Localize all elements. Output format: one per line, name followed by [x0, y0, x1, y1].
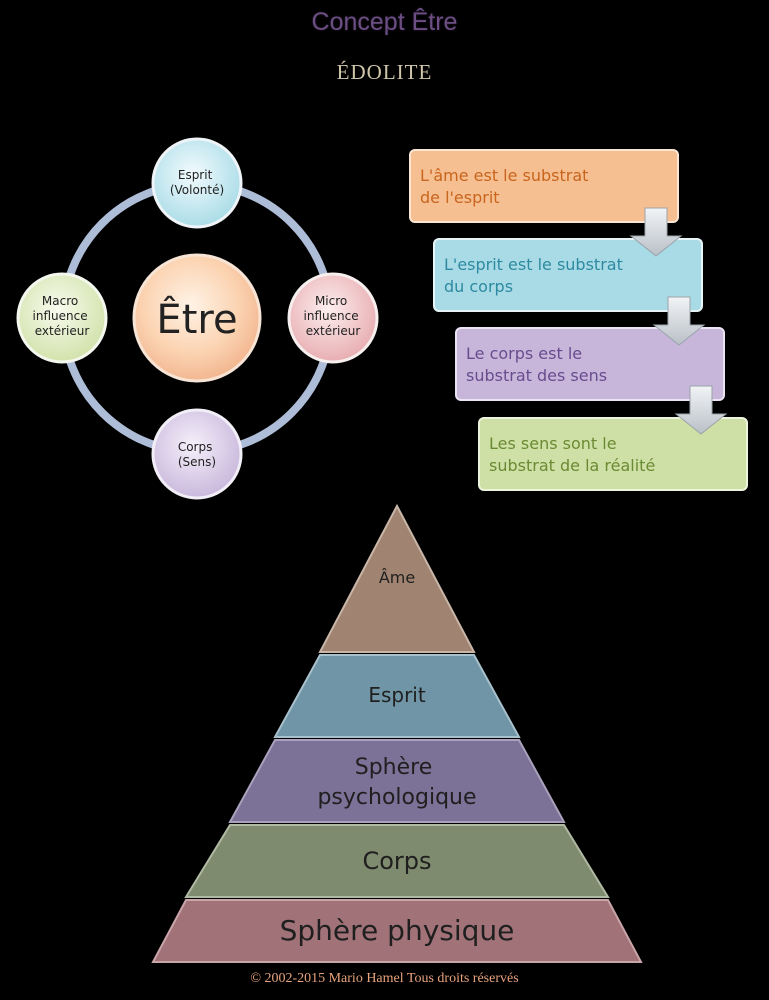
node-left: Macro influence extérieur	[16, 272, 108, 364]
svg-text:Le corps est le substr: Le corps est le substrat des sens	[466, 344, 607, 385]
pyramid-label-esprit: Esprit	[368, 683, 426, 707]
process-step-4-line-1: Les sens sont le	[489, 434, 617, 453]
pyramid-label-ame: Âme	[379, 568, 415, 587]
svg-text:L'esprit est le substrat: L'esprit est le substrat du corps	[444, 255, 628, 296]
node-bottom: Corps (Sens)	[151, 408, 243, 500]
svg-text:Les sens sont le subst: Les sens sont le substrat de la réalité	[489, 434, 655, 475]
pyramid-level-psychologique	[228, 739, 566, 823]
pyramid-label-physique: Sphère physique	[280, 914, 515, 947]
svg-text:Esprit (Volonté): Esprit (Volonté)	[170, 168, 224, 197]
process-step-2: L'esprit est le substrat du corps	[433, 238, 703, 312]
page-title: Concept Être	[311, 8, 458, 36]
process-step-4: Les sens sont le substrat de la réalité	[478, 417, 748, 491]
svg-text:L'âme est le substrat: L'âme est le substrat de l'esprit	[420, 166, 594, 207]
process-arrow-1	[629, 207, 683, 257]
process-arrow-2	[652, 296, 706, 346]
node-right-line-1: Micro	[315, 294, 347, 308]
node-right-line-2: influence	[304, 309, 359, 323]
node-top: Esprit (Volonté)	[151, 137, 243, 229]
process-step-4-line-2: substrat de la réalité	[489, 456, 655, 475]
svg-text:Sphère psychologique: Sphère psychologique	[317, 755, 476, 810]
center-label: Être	[156, 295, 237, 343]
process-step-3-line-1: Le corps est le	[466, 344, 582, 363]
copyright-notice: © 2002-2015 Mario Hamel Tous droits rése…	[250, 971, 519, 986]
svg-text:Corps (Sens): Corps (Sens)	[178, 440, 216, 469]
node-right-line-3: extérieur	[306, 324, 361, 338]
process-step-2-line-1: L'esprit est le substrat	[444, 255, 623, 274]
process-step-1-line-1: L'âme est le substrat	[420, 166, 588, 185]
pyramid-level-physique	[151, 899, 643, 963]
pyramid-label-psychologique-line-2: psychologique	[317, 785, 476, 810]
process-arrow-3	[674, 385, 728, 435]
pyramid-label-psychologique-line-1: Sphère	[355, 755, 433, 780]
node-right: Micro influence extérieur	[287, 272, 379, 364]
pyramid-label-corps: Corps	[362, 847, 431, 875]
node-top-line-2: (Volonté)	[170, 183, 224, 197]
pyramid-level-ame	[318, 503, 476, 653]
pyramid: Âme Esprit Sphère psychologique Corps Sp…	[151, 503, 643, 963]
node-left-line-3: extérieur	[35, 324, 90, 338]
node-bottom-line-1: Corps	[178, 440, 213, 454]
process-step-2-line-2: du corps	[444, 277, 513, 296]
process-step-1-line-2: de l'esprit	[420, 188, 500, 207]
node-bottom-line-2: (Sens)	[178, 455, 216, 469]
process-diagram: L'âme est le substrat de l'esprit L'espr…	[409, 149, 748, 491]
node-top-line-1: Esprit	[178, 168, 213, 182]
center-node: Être	[132, 253, 262, 383]
process-step-3-line-2: substrat des sens	[466, 366, 607, 385]
page-subtitle: ÉDOLITE	[336, 60, 433, 84]
pyramid-level-esprit	[273, 654, 521, 738]
node-left-line-1: Macro	[42, 294, 78, 308]
process-step-3: Le corps est le substrat des sens	[455, 327, 725, 401]
pyramid-level-corps	[184, 824, 610, 898]
svg-text:Macro influence: Macro influence extérieur	[33, 294, 92, 338]
svg-text:Micro influence: Micro influence extérieur	[304, 294, 363, 338]
node-left-line-2: influence	[33, 309, 88, 323]
process-step-1: L'âme est le substrat de l'esprit	[409, 149, 679, 223]
cycle-diagram: Être Esprit (Volonté) Micro influence ex…	[16, 137, 379, 500]
